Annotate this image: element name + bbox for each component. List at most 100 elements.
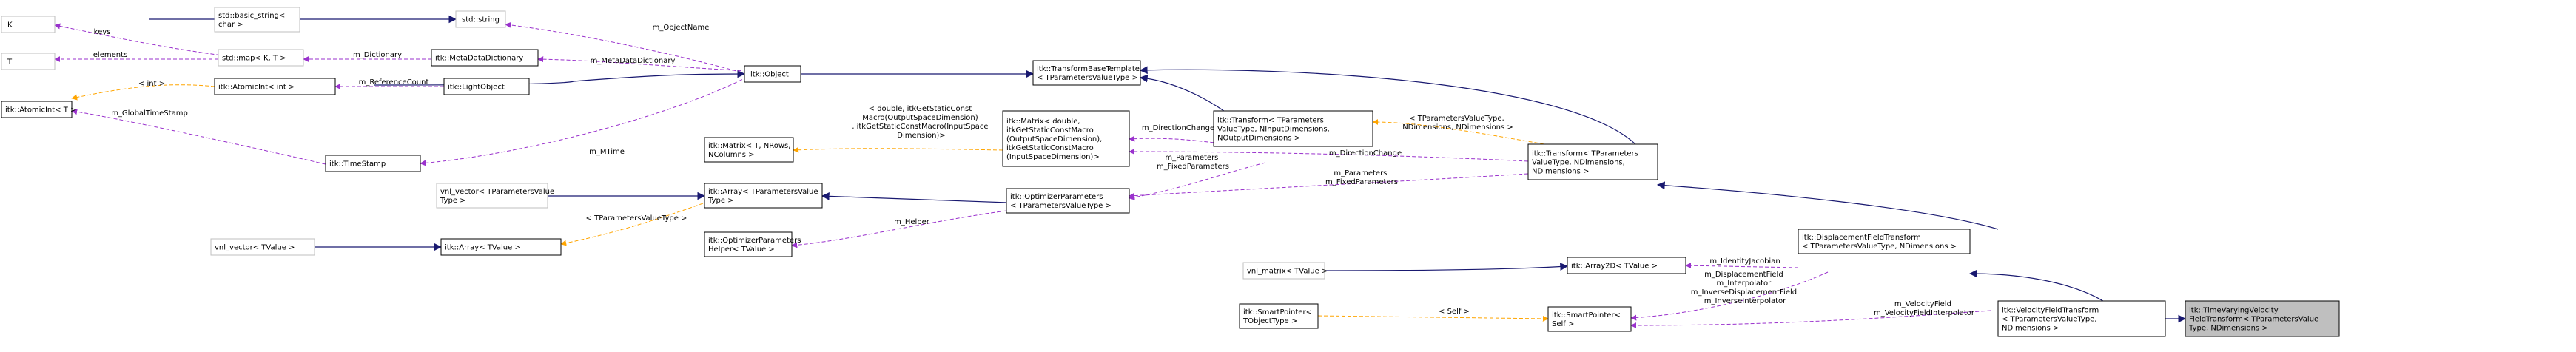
node-label-line: std::basic_string< xyxy=(218,12,285,20)
node-matrix-double[interactable]: itk::Matrix< double,itkGetStaticConstMac… xyxy=(1002,110,1130,167)
label-int-template: < int > xyxy=(138,80,165,88)
node-box xyxy=(744,65,801,83)
node-label-line: Type > xyxy=(707,197,734,205)
node-basic-string[interactable]: std::basic_string<char > xyxy=(214,7,300,33)
label-displacement-fields: m_DisplacementField m_Interpolator m_Inv… xyxy=(1691,271,1800,305)
node-object[interactable]: itk::Object xyxy=(744,65,801,83)
node-displacement-field-transform[interactable]: itk::DisplacementFieldTransform< TParame… xyxy=(1798,229,1971,254)
edge-inherit-transform-nd-dispfield xyxy=(1656,181,1999,230)
node-optimizer-parameters[interactable]: itk::OptimizerParameters< TParametersVal… xyxy=(1006,188,1130,214)
edge-inherit-lightobject-object xyxy=(373,70,746,86)
node-box xyxy=(325,155,421,172)
node-transform-nd[interactable]: itk::Transform< TParametersValueType, ND… xyxy=(1527,143,1658,180)
node-smart-pointer-self[interactable]: itk::SmartPointer<Self > xyxy=(1547,306,1632,332)
node-box xyxy=(1239,303,1319,329)
label-transform-template: < TParametersValueType, NDimensions, NDi… xyxy=(1402,115,1513,132)
edge-tpl-transform xyxy=(1372,119,1562,148)
node-array-tparams[interactable]: itk::Array< TParametersValueType > xyxy=(704,183,823,209)
node-vnl-vector-tvalue[interactable]: vnl_vector< TValue > xyxy=(210,238,315,256)
node-t[interactable]: T xyxy=(1,53,56,70)
node-atomicint-int[interactable]: itk::AtomicInt< int > xyxy=(214,78,336,95)
node-label-line: K xyxy=(7,21,13,30)
node-label-line: < TParametersValueType, xyxy=(2002,316,2097,324)
node-label-line: T xyxy=(7,58,13,67)
label-reference-count: m_ReferenceCount xyxy=(359,78,429,87)
edge-use-identity-jacobian xyxy=(1685,263,1799,269)
node-box xyxy=(210,238,315,256)
node-label-line: itk::TimeVaryingVelocity xyxy=(2189,307,2279,315)
node-label-line: FieldTransform< TParametersValue xyxy=(2189,316,2318,324)
label-elements: elements xyxy=(93,51,127,59)
node-label-line: NOutputDimensions > xyxy=(1217,135,1300,143)
label-direction-change-2: m_DirectionChange xyxy=(1329,149,1402,158)
node-label-line: itk::Transform< TParameters xyxy=(1532,150,1638,158)
label-keys: keys xyxy=(94,28,111,36)
node-k[interactable]: K xyxy=(1,16,56,33)
node-atomicint-t[interactable]: itk::AtomicInt< T > xyxy=(1,101,76,118)
node-label-line: < TParametersValueType > xyxy=(1037,74,1138,82)
node-label-line: itkGetStaticConstMacro xyxy=(1006,126,1094,135)
node-std-string[interactable]: std::string xyxy=(455,10,506,28)
node-velocity-field-transform[interactable]: itk::VelocityFieldTransform< TParameters… xyxy=(1997,300,2166,337)
node-vnl-matrix[interactable]: vnl_matrix< TValue > xyxy=(1242,262,1328,280)
node-label-line: itk::Matrix< T, NRows, xyxy=(708,142,790,150)
node-meta-data-dictionary[interactable]: itk::MetaDataDictionary xyxy=(431,49,539,67)
edge-inherit-array-optparams xyxy=(821,192,1029,204)
node-box xyxy=(436,183,548,209)
node-box xyxy=(218,49,304,67)
node-label-line: Type, NDimensions > xyxy=(2188,325,2268,333)
node-label-line: itk::OptimizerParameters xyxy=(1010,193,1103,201)
node-transform-base-template[interactable]: itk::TransformBaseTemplate< TParametersV… xyxy=(1032,60,1141,86)
node-label-line: < TParametersValueType, NDimensions > xyxy=(1802,243,1957,251)
node-label-line: itk::TimeStamp xyxy=(329,160,386,169)
node-label-line: std::string xyxy=(462,16,500,24)
node-box xyxy=(2185,300,2340,337)
node-vnl-vector-tparams[interactable]: vnl_vector< TParametersValueType > xyxy=(436,183,554,209)
node-label-line: char > xyxy=(218,21,243,29)
edge-use-meta-dictionary xyxy=(537,56,748,72)
node-transform-full[interactable]: itk::Transform< TParametersValueType, NI… xyxy=(1213,110,1373,147)
edge-use-fixed-params-2 xyxy=(1129,173,1529,199)
edge-use-direction-change-2 xyxy=(1129,149,1529,162)
node-smart-pointer-tobjecttype[interactable]: itk::SmartPointer<TObjectType > xyxy=(1239,303,1319,329)
node-matrix-t[interactable]: itk::Matrix< T, NRows,NColumns > xyxy=(704,137,794,163)
edge-use-global-time-stamp xyxy=(71,109,326,165)
node-box xyxy=(704,137,794,163)
label-params-2: m_Parameters m_FixedParameters xyxy=(1325,169,1398,186)
node-label-line: (InputSpaceDimension)> xyxy=(1006,153,1100,161)
node-light-object[interactable]: itk::LightObject xyxy=(443,78,530,95)
label-mtime: m_MTime xyxy=(589,148,625,156)
node-array2d[interactable]: itk::Array2D< TValue > xyxy=(1567,257,1686,274)
node-std-map[interactable]: std::map< K, T > xyxy=(218,49,304,67)
node-box xyxy=(1006,188,1130,214)
edge-tpl-array xyxy=(560,203,704,246)
node-array-tvalue[interactable]: itk::Array< TValue > xyxy=(440,238,562,256)
node-box xyxy=(1213,110,1373,147)
edge-inherit-vnl-matrix-array2d xyxy=(1324,263,1569,271)
node-label-line: itk::VelocityFieldTransform xyxy=(2002,307,2099,315)
node-label-line: itk::OptimizerParameters xyxy=(708,237,801,245)
node-label-line: Helper< TValue > xyxy=(708,246,775,254)
node-box xyxy=(1547,306,1632,332)
node-box xyxy=(214,78,336,95)
label-identity-jacobian: m_IdentityJacobian xyxy=(1709,257,1780,265)
node-label-line: itk::TransformBaseTemplate xyxy=(1037,65,1140,73)
node-label-line: std::map< K, T > xyxy=(222,55,286,63)
node-label-line: itk::SmartPointer< xyxy=(1243,308,1312,317)
node-label-line: itkGetStaticConstMacro xyxy=(1006,144,1094,152)
node-label-line: Self > xyxy=(1552,320,1574,328)
node-box xyxy=(1798,229,1971,254)
label-object-name: m_ObjectName xyxy=(653,24,710,32)
edge-use-mtime xyxy=(420,76,748,166)
node-box xyxy=(1997,300,2166,337)
node-label-line: ValueType, NInputDimensions, xyxy=(1217,126,1330,134)
node-label-line: itk::Array2D< TValue > xyxy=(1571,263,1658,271)
node-time-stamp[interactable]: itk::TimeStamp xyxy=(325,155,421,172)
node-label-line: itk::Array< TValue > xyxy=(445,244,521,252)
node-box xyxy=(1,16,56,33)
node-label-line: ValueType, NDimensions, xyxy=(1532,159,1625,167)
node-label-line: itk::SmartPointer< xyxy=(1552,311,1621,319)
node-label-line: NColumns > xyxy=(708,151,755,159)
